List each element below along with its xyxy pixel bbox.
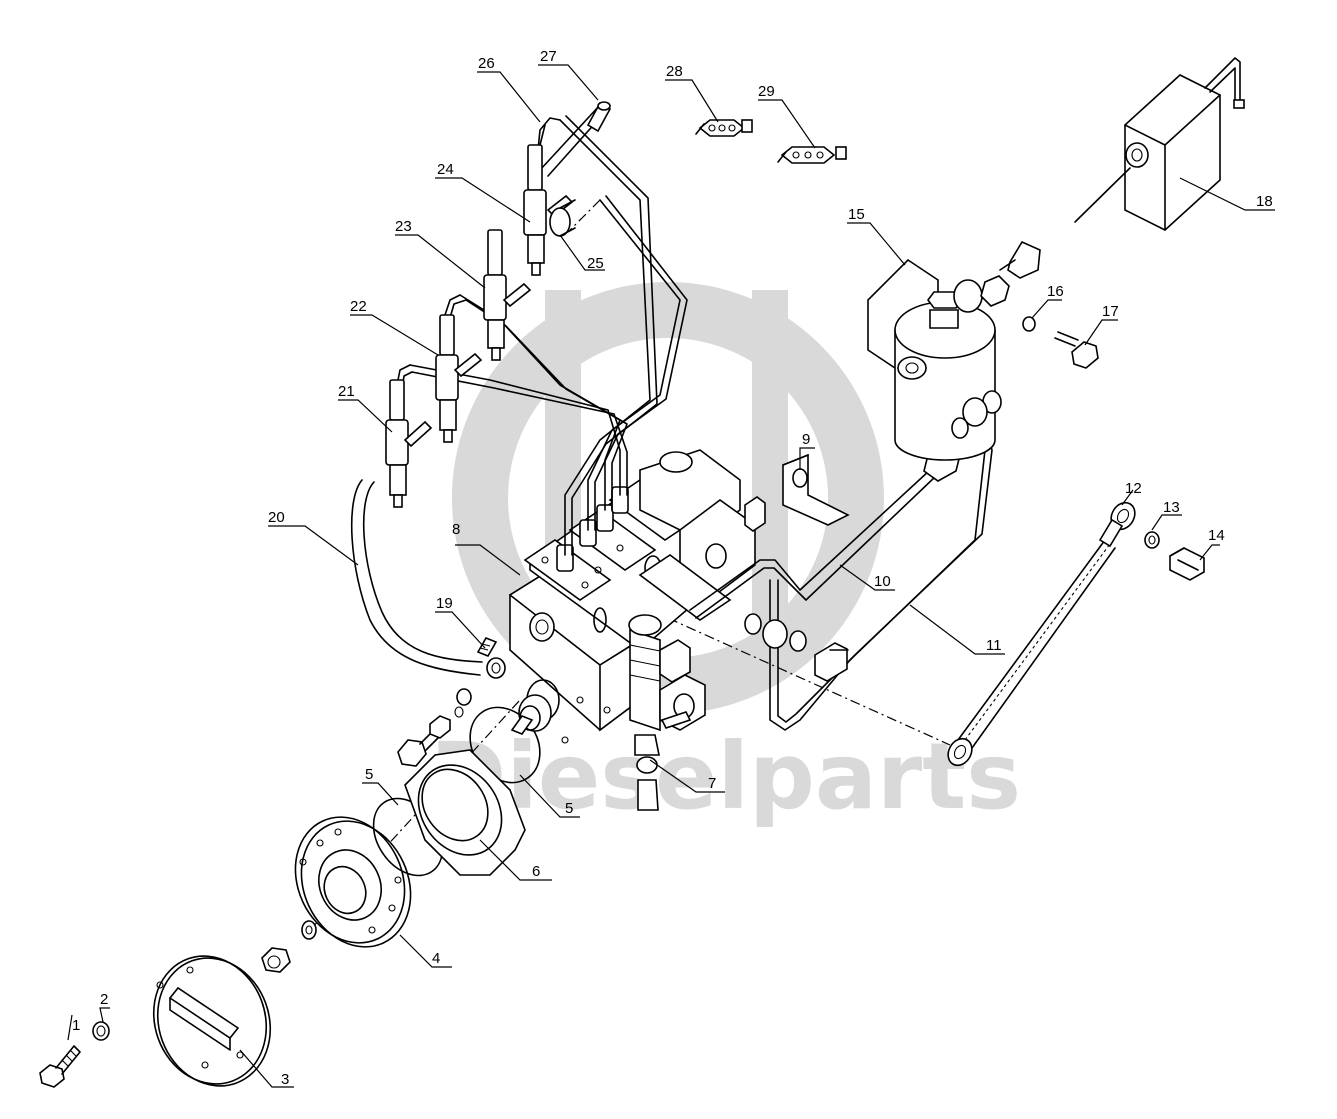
- callout-9: 9: [802, 431, 810, 448]
- callout-15: 15: [848, 206, 865, 223]
- callout-4: 4: [432, 950, 440, 967]
- nut: [261, 947, 291, 973]
- callout-20: 20: [268, 509, 285, 526]
- callout-25: 25: [587, 255, 604, 272]
- callout-27: 27: [540, 48, 557, 65]
- injector-pipes: [396, 104, 688, 556]
- callout-5-left: 5: [365, 766, 373, 783]
- banjo-bolt-14: [1169, 547, 1205, 581]
- solenoid-box-18: [1074, 57, 1245, 231]
- seal-b: [789, 630, 807, 652]
- callout-16: 16: [1047, 283, 1064, 300]
- washer-2: [92, 1021, 110, 1041]
- watermark-logo-stem-right: [752, 290, 788, 630]
- injector-22: [435, 314, 483, 443]
- callout-7: 7: [708, 775, 716, 792]
- washer-16: [1022, 316, 1036, 332]
- bracket-9: [782, 453, 850, 526]
- braided-hose-12: [947, 501, 1136, 767]
- bolt-17: [1054, 331, 1099, 369]
- callout-6: 6: [532, 863, 540, 880]
- fitting-19: [476, 636, 506, 679]
- injector-21: [385, 379, 433, 508]
- callout-22: 22: [350, 298, 367, 315]
- callout-28: 28: [666, 63, 683, 80]
- bolts-adapter: [397, 715, 451, 767]
- callout-1: 1: [72, 1017, 80, 1034]
- seal-ring: [456, 688, 472, 706]
- injector-23: [483, 229, 532, 361]
- callout-10: 10: [874, 573, 891, 590]
- washer-13: [1144, 531, 1160, 549]
- callout-2: 2: [100, 991, 108, 1008]
- callout-21: 21: [338, 383, 355, 400]
- callout-26: 26: [478, 55, 495, 72]
- callout-8: 8: [452, 521, 460, 538]
- cover-plate-3: [152, 955, 272, 1087]
- callout-3: 3: [281, 1071, 289, 1088]
- fuel-filter-15: [867, 240, 1041, 461]
- callout-11: 11: [986, 637, 1002, 654]
- seal-a: [744, 613, 762, 635]
- banjo-a: [762, 619, 788, 649]
- leader-lines: [67, 64, 1275, 1088]
- pump-shaft: [510, 694, 552, 735]
- callout-24: 24: [437, 161, 454, 178]
- callout-12: 12: [1125, 480, 1142, 497]
- feed-pump-7: [628, 614, 706, 811]
- axis-drive: [309, 699, 521, 931]
- fuel-pipe-11: [769, 417, 993, 731]
- flange-4: [294, 816, 412, 948]
- callout-23: 23: [395, 218, 412, 235]
- washer-2-hole: [96, 1025, 106, 1037]
- callout-19: 19: [436, 595, 453, 612]
- clamp-28: [695, 119, 753, 137]
- bolt-1: [39, 1045, 81, 1088]
- callout-14: 14: [1208, 527, 1225, 544]
- callout-29: 29: [758, 83, 775, 100]
- injector-24: [523, 144, 574, 276]
- adapter-housing-6: [404, 749, 526, 876]
- banjo-25: [549, 199, 576, 237]
- injection-pump-8: [508, 449, 766, 744]
- callout-13: 13: [1163, 499, 1180, 516]
- cap-27: [586, 101, 612, 133]
- washer: [301, 920, 317, 940]
- callout-labels: 1 2 3 4 5 5 6 7 8 9 10 11 12 13 14 15 16…: [72, 48, 1273, 1088]
- return-hose-20: [350, 479, 481, 676]
- callout-17: 17: [1102, 303, 1119, 320]
- axis-hose: [649, 609, 951, 746]
- callout-5-right: 5: [565, 800, 573, 817]
- clamp-29: [777, 146, 847, 164]
- axis-injector: [569, 199, 601, 231]
- callout-18: 18: [1256, 193, 1273, 210]
